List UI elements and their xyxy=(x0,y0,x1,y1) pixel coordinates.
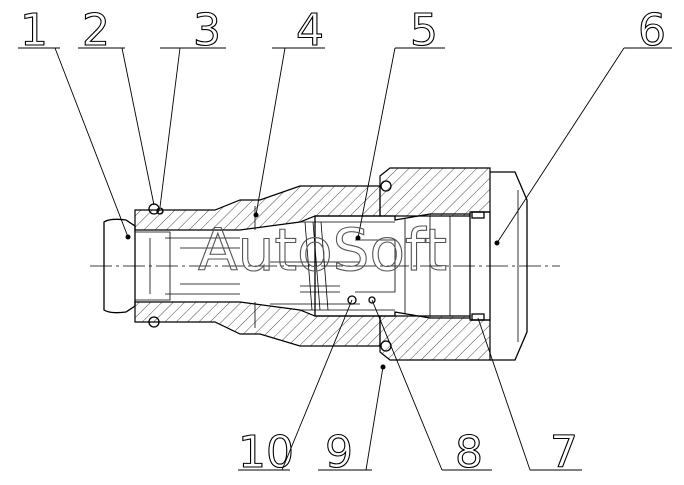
leaders-top xyxy=(18,47,672,244)
watermark-text: AutoSoft xyxy=(198,216,447,284)
part-10-spring xyxy=(300,221,340,311)
label-5: 5 xyxy=(410,5,438,56)
part-poppet xyxy=(270,213,471,319)
label-1: 1 xyxy=(20,5,48,56)
label-4: 4 xyxy=(296,5,324,56)
label-2: 2 xyxy=(82,5,110,56)
label-8: 8 xyxy=(455,427,483,478)
label-3: 3 xyxy=(193,5,221,56)
label-9: 9 xyxy=(325,427,353,478)
part-1-stem xyxy=(103,218,240,314)
label-7: 7 xyxy=(550,427,578,478)
label-6: 6 xyxy=(638,5,666,56)
part-6-nut xyxy=(379,167,528,361)
leaders-bottom xyxy=(238,299,582,471)
label-10: 10 xyxy=(238,427,294,478)
